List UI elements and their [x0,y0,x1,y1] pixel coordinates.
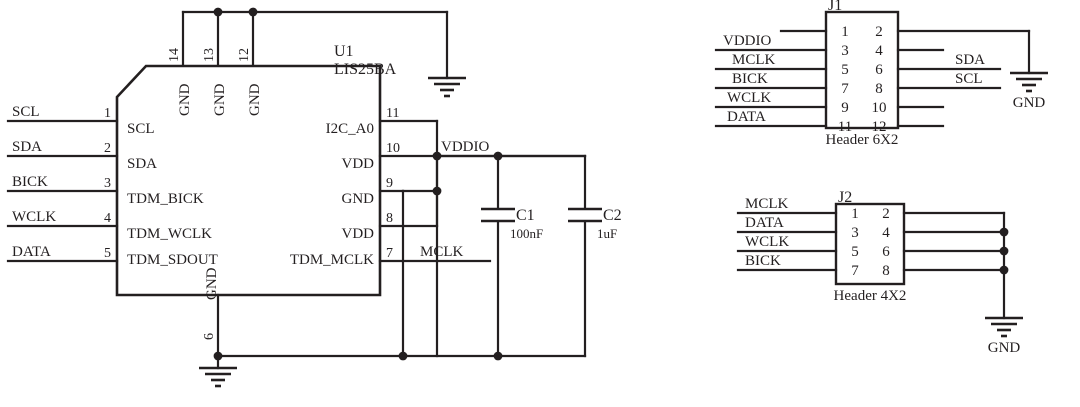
component-u1: U1 LIS25BA 14 13 12 GND GND GND SCL SDA … [6,7,587,388]
j2-pin-4-number: 4 [882,225,890,241]
j1-pin-2-number: 2 [875,24,883,40]
u1-pin-13-label: GND [212,83,228,116]
net-label-data-left: DATA [12,244,51,260]
j1-pin-6-number: 6 [875,62,883,78]
u1-pin-9-label: GND [342,191,375,207]
junction-dot [398,351,408,361]
c2-refdes: C2 [603,207,622,224]
j1-pin-12-number: 12 [872,119,887,135]
gnd-symbol-j1: GND [1010,71,1048,111]
j2-pin-7-number: 7 [851,263,859,279]
u1-pin-7-number: 7 [386,246,393,261]
j1-pin-7-number: 7 [841,81,849,97]
junction-dot [999,246,1009,256]
net-label-j1-scl: SCL [955,71,983,87]
u1-pin-10-label: VDD [342,156,375,172]
u1-pin-11-number: 11 [386,106,399,121]
junction-dot [493,351,503,361]
u1-pin-10-number: 10 [386,141,400,156]
j2-pin-3-number: 3 [851,225,859,241]
gnd-symbol-u1-bottom [199,366,237,388]
u1-partname: LIS25BA [334,61,397,78]
j1-pin-11-number: 11 [838,119,852,135]
gnd-symbol-j2: GND [985,316,1023,356]
u1-pin-14-label: GND [177,83,193,116]
u1-pin-12-number: 12 [237,48,252,62]
j1-pin-8-number: 8 [875,81,883,97]
net-label-j2-wclk: WCLK [745,234,789,250]
c1-refdes: C1 [516,207,535,224]
u1-body [115,64,382,297]
j1-pin-1-number: 1 [841,24,849,40]
u1-pin-6-label: GND [204,267,220,300]
net-label-j2-bick: BICK [745,253,781,269]
u1-pin-2-label: SDA [127,156,157,172]
j2-pin-1-number: 1 [851,206,859,222]
j1-pin-10-number: 10 [872,100,887,116]
u1-pin-11-label: I2C_A0 [326,121,374,137]
j1-footprint: Header 6X2 [826,132,899,148]
u1-pin-3-number: 3 [104,176,111,191]
net-label-j2-mclk: MCLK [745,196,789,212]
junction-dot [999,265,1009,275]
j2-pin-2-number: 2 [882,206,890,222]
j1-pin-4-number: 4 [875,43,883,59]
junction-dot [248,7,258,17]
u1-pin-8-label: VDD [342,226,375,242]
net-label-j1-mclk: MCLK [732,52,776,68]
net-label-scl-left: SCL [12,104,40,120]
u1-pin-7-label: TDM_MCLK [290,252,374,268]
net-label-j1-vddio: VDDIO [723,33,771,49]
u1-pin-2-number: 2 [104,141,111,156]
net-label-j1-sda: SDA [955,52,985,68]
u1-pin-8-number: 8 [386,211,393,226]
net-label-wclk-left: WCLK [12,209,56,225]
j1-pin-3-number: 3 [841,43,849,59]
u1-pin-13-number: 13 [202,48,217,62]
gnd-symbol-u1-top [428,76,466,98]
j2-footprint: Header 4X2 [834,288,907,304]
j2-pin-6-number: 6 [882,244,890,260]
u1-pin-6-number: 6 [202,333,217,340]
u1-left-pins: SCL SDA BICK WCLK DATA 1 2 3 4 5 SCL SDA… [6,104,218,268]
j2-body [834,202,906,286]
junction-dot [213,7,223,17]
j1-body [824,10,900,130]
u1-pin-5-label: TDM_SDOUT [127,252,218,268]
net-label-j1-bick: BICK [732,71,768,87]
u1-pin-9-number: 9 [386,176,393,191]
net-label-vddio: VDDIO [441,139,489,155]
j1-pin-9-number: 9 [841,100,849,116]
j2-pin-5-number: 5 [851,244,859,260]
u1-pin-12-label: GND [247,83,263,116]
junction-dot [999,227,1009,237]
c2-value: 1uF [597,226,617,241]
u1-pin-1-label: SCL [127,121,155,137]
u1-refdes: U1 [334,43,354,60]
junction-dot [213,351,223,361]
net-label-j2-data: DATA [745,215,784,231]
net-label-bick-left: BICK [12,174,48,190]
net-label-sda-left: SDA [12,139,42,155]
u1-pin-1-number: 1 [104,106,111,121]
component-j2: J2 Header 4X2 MCLK DATA WCLK BICK 1 3 5 … [736,189,1023,356]
u1-pin-4-number: 4 [104,211,111,226]
component-j1: J1 Header 6X2 1 3 5 7 9 11 VDDIO MCLK BI… [714,0,1048,148]
u1-pin-4-label: TDM_WCLK [127,226,212,242]
gnd-label-j2: GND [988,340,1021,356]
j2-refdes: J2 [838,189,852,206]
net-label-mclk: MCLK [420,244,464,260]
u1-pin-3-label: TDM_BICK [127,191,204,207]
u1-top-gnd-net [181,7,449,80]
j1-pin-5-number: 5 [841,62,849,78]
u1-pin-5-number: 5 [104,246,111,261]
gnd-label-j1: GND [1013,95,1046,111]
j1-refdes: J1 [828,0,842,14]
net-label-j1-data: DATA [727,109,766,125]
decoupling-network: VDDIO MCLK C1 100nF C2 1uF [213,119,622,361]
c1-value: 100nF [510,226,543,241]
j2-pin-8-number: 8 [882,263,890,279]
net-label-j1-wclk: WCLK [727,90,771,106]
u1-pin-14-number: 14 [167,48,182,62]
